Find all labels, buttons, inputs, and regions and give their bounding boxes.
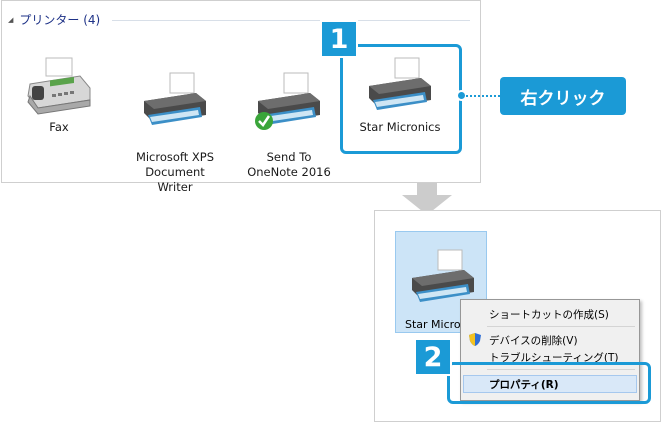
device-label: Send To OneNote 2016: [247, 150, 331, 179]
device-microsoft-xps[interactable]: Microsoft XPS Document Writer: [132, 56, 218, 195]
menu-troubleshoot[interactable]: トラブルシューティング(T): [489, 352, 619, 364]
default-check-icon: [255, 112, 273, 130]
context-menu: ショートカットの作成(S) デバイスの削除(V) トラブルシューティング(T) …: [460, 299, 640, 401]
collapse-triangle-icon[interactable]: ◢: [8, 15, 14, 24]
device-label: Fax: [49, 120, 69, 134]
device-label: Microsoft XPS Document Writer: [135, 150, 215, 194]
selected-printer-label: Star Micro: [405, 318, 461, 331]
menu-properties[interactable]: プロパティ(R): [489, 379, 559, 391]
step2-badge: 2: [414, 338, 452, 376]
right-click-callout: 右クリック: [500, 77, 626, 115]
group-divider: [112, 20, 470, 21]
menu-separator: [487, 369, 635, 370]
device-label: Star Micronics: [359, 120, 441, 134]
step2-highlight: [447, 362, 651, 404]
device-fax[interactable]: Fax: [16, 56, 102, 135]
callout-line: [466, 95, 500, 97]
menu-separator: [487, 326, 635, 327]
context-panel: Star Micro ショートカットの作成(S) デバイスの削除(V) トラブル…: [374, 210, 661, 422]
menu-remove-device[interactable]: デバイスの削除(V): [489, 335, 578, 347]
printers-group-header[interactable]: ◢ プリンター (4): [8, 11, 100, 28]
group-title: プリンター (4): [19, 13, 101, 27]
printer-icon: [144, 72, 206, 125]
printer-icon: [369, 57, 431, 110]
devices-panel: ◢ プリンター (4) Fax Microsoft XPS Document W…: [1, 0, 481, 194]
down-arrow-icon: [402, 183, 452, 215]
step1-badge: 1: [320, 20, 358, 58]
device-send-to-onenote[interactable]: Send To OneNote 2016: [246, 56, 332, 180]
step1-highlight: [340, 44, 462, 154]
shield-icon: [469, 333, 481, 346]
device-star-micronics[interactable]: Star Micronics: [357, 56, 443, 135]
fax-icon: [27, 57, 91, 115]
printer-icon: [255, 72, 320, 130]
menu-properties-hover: [463, 375, 637, 393]
printer-icon: [412, 249, 474, 302]
menu-create-shortcut[interactable]: ショートカットの作成(S): [489, 309, 609, 321]
